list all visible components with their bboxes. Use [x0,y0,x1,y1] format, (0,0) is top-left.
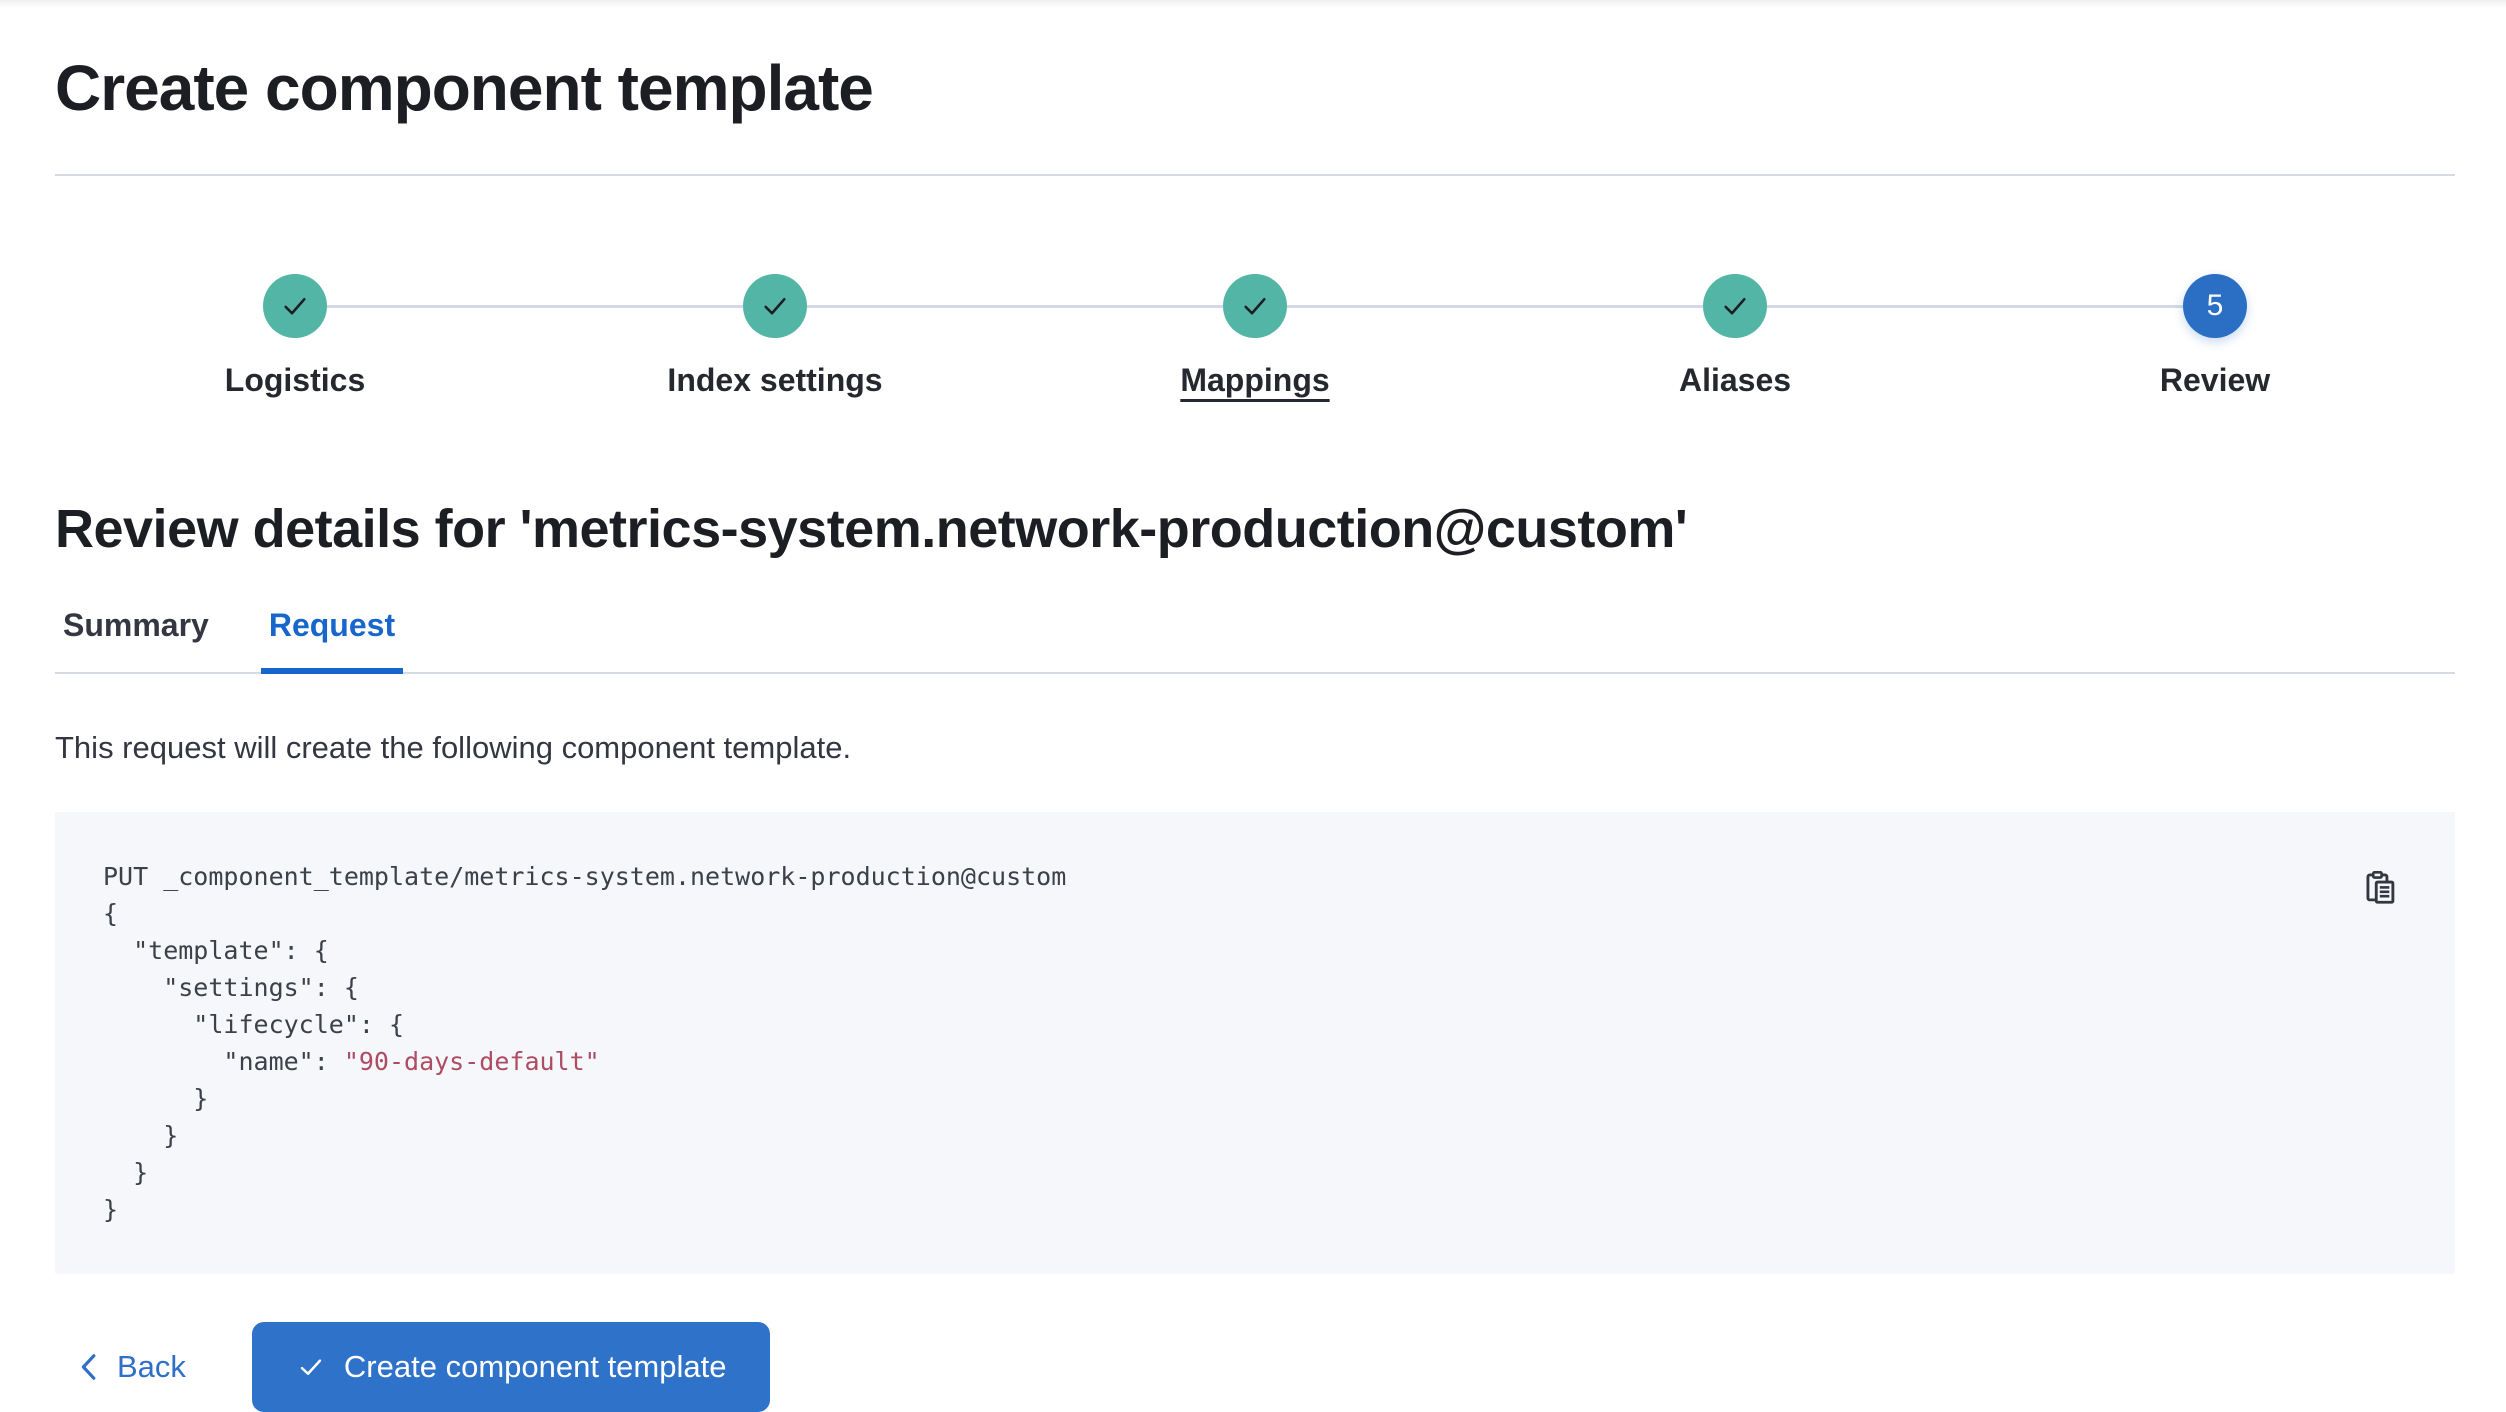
step-mappings-head [1015,274,1495,338]
step-circle-mappings[interactable] [1223,274,1287,338]
code-line-name-value: "name": "90-days-default" [103,1043,2335,1080]
tab-summary[interactable]: Summary [55,606,217,674]
code-line: "lifecycle": { [103,1010,405,1039]
check-icon [278,289,312,323]
code-string-value: "90-days-default" [343,1047,600,1076]
title-divider [55,174,2455,176]
back-button[interactable]: Back [75,1349,186,1385]
step-connector [327,304,535,308]
step-label-review: Review [2159,362,2271,398]
create-component-template-page: Create component template Logistics [0,48,2506,1412]
step-logistics-head [55,274,535,338]
copy-button[interactable] [2361,868,2401,908]
check-icon [296,1352,326,1382]
step-connector [535,304,743,308]
step-circle-index-settings[interactable] [743,274,807,338]
check-icon [1238,289,1272,323]
step-connector [1287,304,1495,308]
code-line: } [103,1195,119,1224]
tabs-divider [55,672,2455,674]
step-connector [1015,304,1223,308]
code-line: { [103,899,119,928]
request-code-block: PUT _component_template/metrics-system.n… [55,812,2455,1274]
code-line: "settings": { [103,973,359,1002]
stepper: Logistics Index settings [55,274,2455,400]
footer-actions: Back Create component template [55,1322,2455,1412]
step-circle-logistics[interactable] [263,274,327,338]
step-review: 5 Review [1975,274,2455,400]
code-line: } [103,1121,179,1150]
request-description: This request will create the following c… [55,730,852,765]
step-connector [1975,304,2183,308]
step-index-settings-head [535,274,1015,338]
review-tabs: Summary Request [55,606,2455,674]
step-label-aliases[interactable]: Aliases [1678,362,1792,398]
step-connector [1495,304,1703,308]
tab-request[interactable]: Request [260,606,404,674]
create-button-label: Create component template [343,1349,727,1384]
step-aliases-head [1495,274,1975,338]
code-line: } [103,1084,209,1113]
check-icon [758,289,792,323]
step-connector [1767,304,1975,308]
page-title: Create component template [55,52,874,124]
step-label-logistics[interactable]: Logistics [224,362,366,398]
top-edge-shadow [0,0,2506,8]
step-logistics: Logistics [55,274,535,400]
code-line: "template": { [103,936,329,965]
step-review-head: 5 [1975,274,2455,338]
step-number: 5 [2206,289,2224,322]
back-label: Back [117,1349,186,1384]
check-icon [1718,289,1752,323]
code-line: PUT _component_template/metrics-system.n… [103,862,1067,891]
step-label-mappings[interactable]: Mappings [1180,362,1330,398]
step-circle-aliases[interactable] [1703,274,1767,338]
step-circle-review-current: 5 [2183,274,2247,338]
copy-clipboard-icon [2362,869,2400,907]
chevron-left-icon [75,1351,103,1383]
step-mappings: Mappings [1015,274,1495,400]
step-index-settings: Index settings [535,274,1015,400]
step-connector [807,304,1015,308]
create-component-template-button[interactable]: Create component template [251,1322,771,1412]
code-line: } [103,1158,149,1187]
step-aliases: Aliases [1495,274,1975,400]
step-label-index-settings[interactable]: Index settings [667,362,883,398]
code-key: "name": [103,1047,344,1076]
review-details-heading: Review details for 'metrics-system.netwo… [55,499,1688,559]
